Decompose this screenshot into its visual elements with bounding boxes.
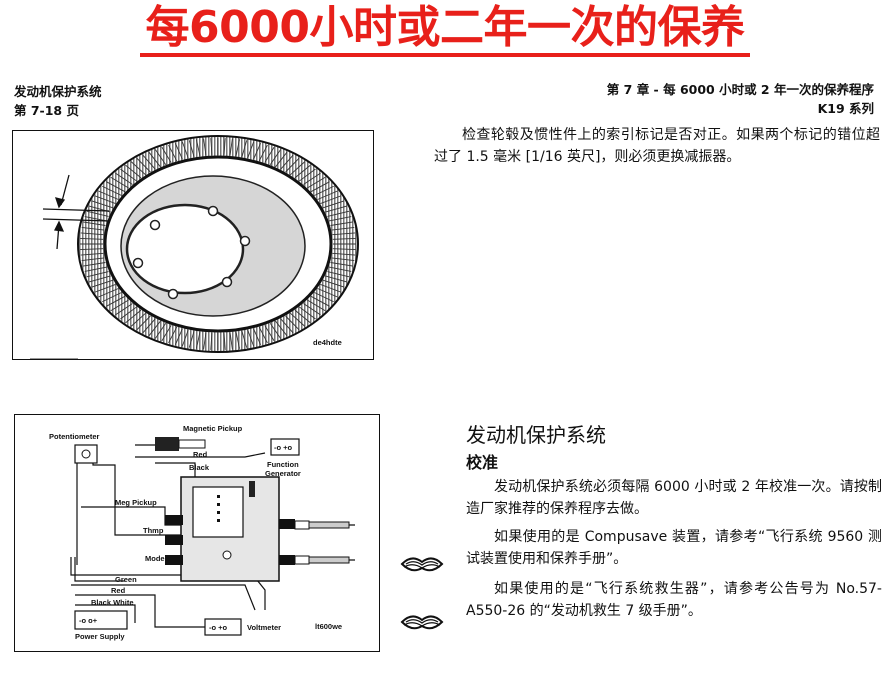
bolt-holes (132, 205, 251, 300)
potentiometer-label: Potentiometer (49, 432, 100, 441)
green-wire-label: Green (115, 575, 137, 584)
section-title: 发动机保护系统 (466, 423, 606, 447)
svg-text:-o +o: -o +o (209, 623, 228, 632)
wiring-diagram: Potentiometer Magnetic Pickup Red Black … (49, 424, 355, 641)
voltmeter-label: Voltmeter (247, 623, 281, 632)
damper-figure: de4hdte (12, 130, 374, 360)
meg-pickup-label: Meg Pickup (115, 498, 157, 507)
protection-module (165, 476, 295, 582)
reference-book-icon (400, 615, 444, 630)
figure1-baseline (30, 358, 78, 359)
banner-title: 每6000小时或二年一次的保养 (139, 2, 751, 57)
red-wire-label-top: Red (193, 450, 208, 459)
svg-text:-o +o: -o +o (274, 443, 293, 452)
function-generator: -o +o Function Generator (265, 438, 301, 478)
header-left: 发动机保护系统 第 7-18 页 (14, 82, 102, 120)
svg-text:-o o+: -o o+ (79, 616, 98, 625)
black-wire-label-top: Black (189, 463, 210, 472)
reference-book-icon (400, 557, 444, 572)
page-number: 第 7-18 页 (14, 103, 79, 118)
damper-drawing: de4hdte (42, 135, 359, 353)
lifesaver-text: 如果使用的是“飞行系统救生器”，请参考公告号为 No.57-A550-26 的“… (466, 581, 882, 619)
manual-title: 发动机保护系统 (14, 84, 102, 99)
chapter-title: 第 7 章 - 每 6000 小时或 2 年一次的保养程序 (606, 82, 874, 97)
black-white-label: Black White (91, 598, 134, 607)
series-label: K19 系列 (817, 101, 874, 116)
compusave-paragraph: 如果使用的是 Compusave 装置，请参考“飞行系统 9560 测试装置使用… (466, 526, 882, 570)
header-right: 第 7 章 - 每 6000 小时或 2 年一次的保养程序 K19 系列 (607, 80, 874, 118)
section-subtitle: 校准 (466, 453, 499, 472)
red-wire-label-bottom: Red (111, 586, 126, 595)
index-mark-arrows (42, 174, 110, 250)
thmp-label: Thmp (143, 526, 164, 535)
sensor-cables (294, 520, 350, 565)
compusave-text: 如果使用的是 Compusave 装置，请参考“飞行系统 9560 测试装置使用… (466, 529, 882, 567)
power-supply-label: Power Supply (75, 632, 125, 641)
lifesaver-paragraph: 如果使用的是“飞行系统救生器”，请参考公告号为 No.57-A550-26 的“… (466, 578, 882, 622)
magnetic-pickup: Magnetic Pickup Red Black (155, 424, 243, 472)
function-generator-label-2: Generator (265, 469, 301, 478)
calibration-text: 发动机保护系统必须每隔 6000 小时或 2 年校准一次。请按制造厂家推荐的保养… (466, 479, 882, 517)
power-supply: -o o+ Power Supply (74, 610, 128, 641)
inspection-paragraph: 检查轮毂及惯性件上的索引标记是否对正。如果两个标记的错位超过了 1.5 毫米 [… (434, 124, 880, 168)
page-banner: 每6000小时或二年一次的保养 (0, 2, 890, 57)
magnetic-pickup-label: Magnetic Pickup (183, 424, 243, 433)
mode-label: Mode (145, 554, 165, 563)
figure2-code: lt600we (315, 622, 342, 631)
inspection-text: 检查轮毂及惯性件上的索引标记是否对正。如果两个标记的错位超过了 1.5 毫米 [… (434, 127, 880, 165)
calibration-paragraph: 发动机保护系统必须每隔 6000 小时或 2 年校准一次。请按制造厂家推荐的保养… (466, 476, 882, 520)
figure1-code: de4hdte (313, 338, 342, 347)
voltmeter: -o +o Voltmeter (204, 618, 281, 636)
calibration-wiring-figure: Potentiometer Magnetic Pickup Red Black … (14, 414, 380, 652)
damper-ribs (80, 138, 356, 350)
function-generator-label-1: Function (267, 460, 299, 469)
potentiometer: Potentiometer (49, 432, 100, 464)
